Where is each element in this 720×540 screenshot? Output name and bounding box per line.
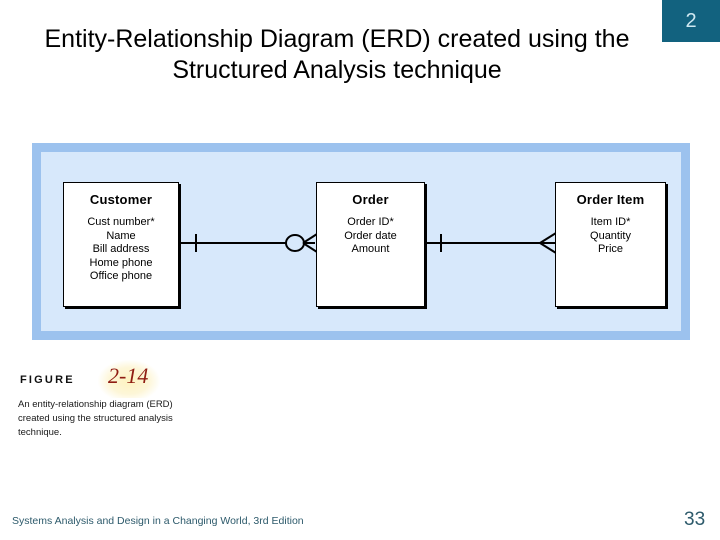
figure-heading: FIGURE 2-14	[18, 360, 193, 398]
entity-attribute: Amount	[351, 243, 390, 255]
entity-attribute: Bill address	[92, 243, 150, 255]
slide-title: Entity-Relationship Diagram (ERD) create…	[44, 25, 630, 84]
entity-name: Order Item	[576, 192, 645, 207]
figure-label: FIGURE	[20, 374, 75, 386]
entity-attribute-list: Order ID* Order date Amount	[317, 216, 424, 257]
entity-attribute-list: Cust number* Name Bill address Home phon…	[64, 216, 178, 284]
entity-box-order-item[interactable]: Order Item Item ID* Quantity Price	[555, 182, 666, 307]
footer-source-text: Systems Analysis and Design in a Changin…	[12, 515, 304, 527]
entity-attribute: Price	[597, 243, 624, 255]
entity-box-order[interactable]: Order Order ID* Order date Amount	[316, 182, 425, 307]
entity-attribute: Order ID*	[347, 216, 394, 228]
figure-glow-decoration	[98, 360, 160, 398]
entity-attribute: Name	[106, 229, 136, 242]
entity-attribute: Cust number*	[87, 216, 155, 228]
figure-number: 2-14	[108, 363, 149, 388]
slide-number-badge: 2	[662, 0, 720, 42]
entity-box-customer[interactable]: Customer Cust number* Name Bill address …	[63, 182, 179, 307]
entity-attribute-list: Item ID* Quantity Price	[556, 216, 665, 257]
entity-attribute: Home phone	[89, 256, 153, 269]
entity-attribute: Office phone	[89, 270, 153, 282]
entity-name: Order	[352, 192, 389, 207]
figure-caption: FIGURE 2-14 An entity-relationship diagr…	[18, 360, 193, 440]
entity-attribute: Order date	[344, 229, 397, 242]
footer-page-number: 33	[684, 509, 706, 530]
entity-name: Customer	[89, 192, 153, 207]
entity-attribute: Item ID*	[590, 216, 631, 228]
figure-description: An entity-relationship diagram (ERD) cre…	[18, 399, 173, 438]
entity-attribute: Quantity	[590, 229, 631, 242]
